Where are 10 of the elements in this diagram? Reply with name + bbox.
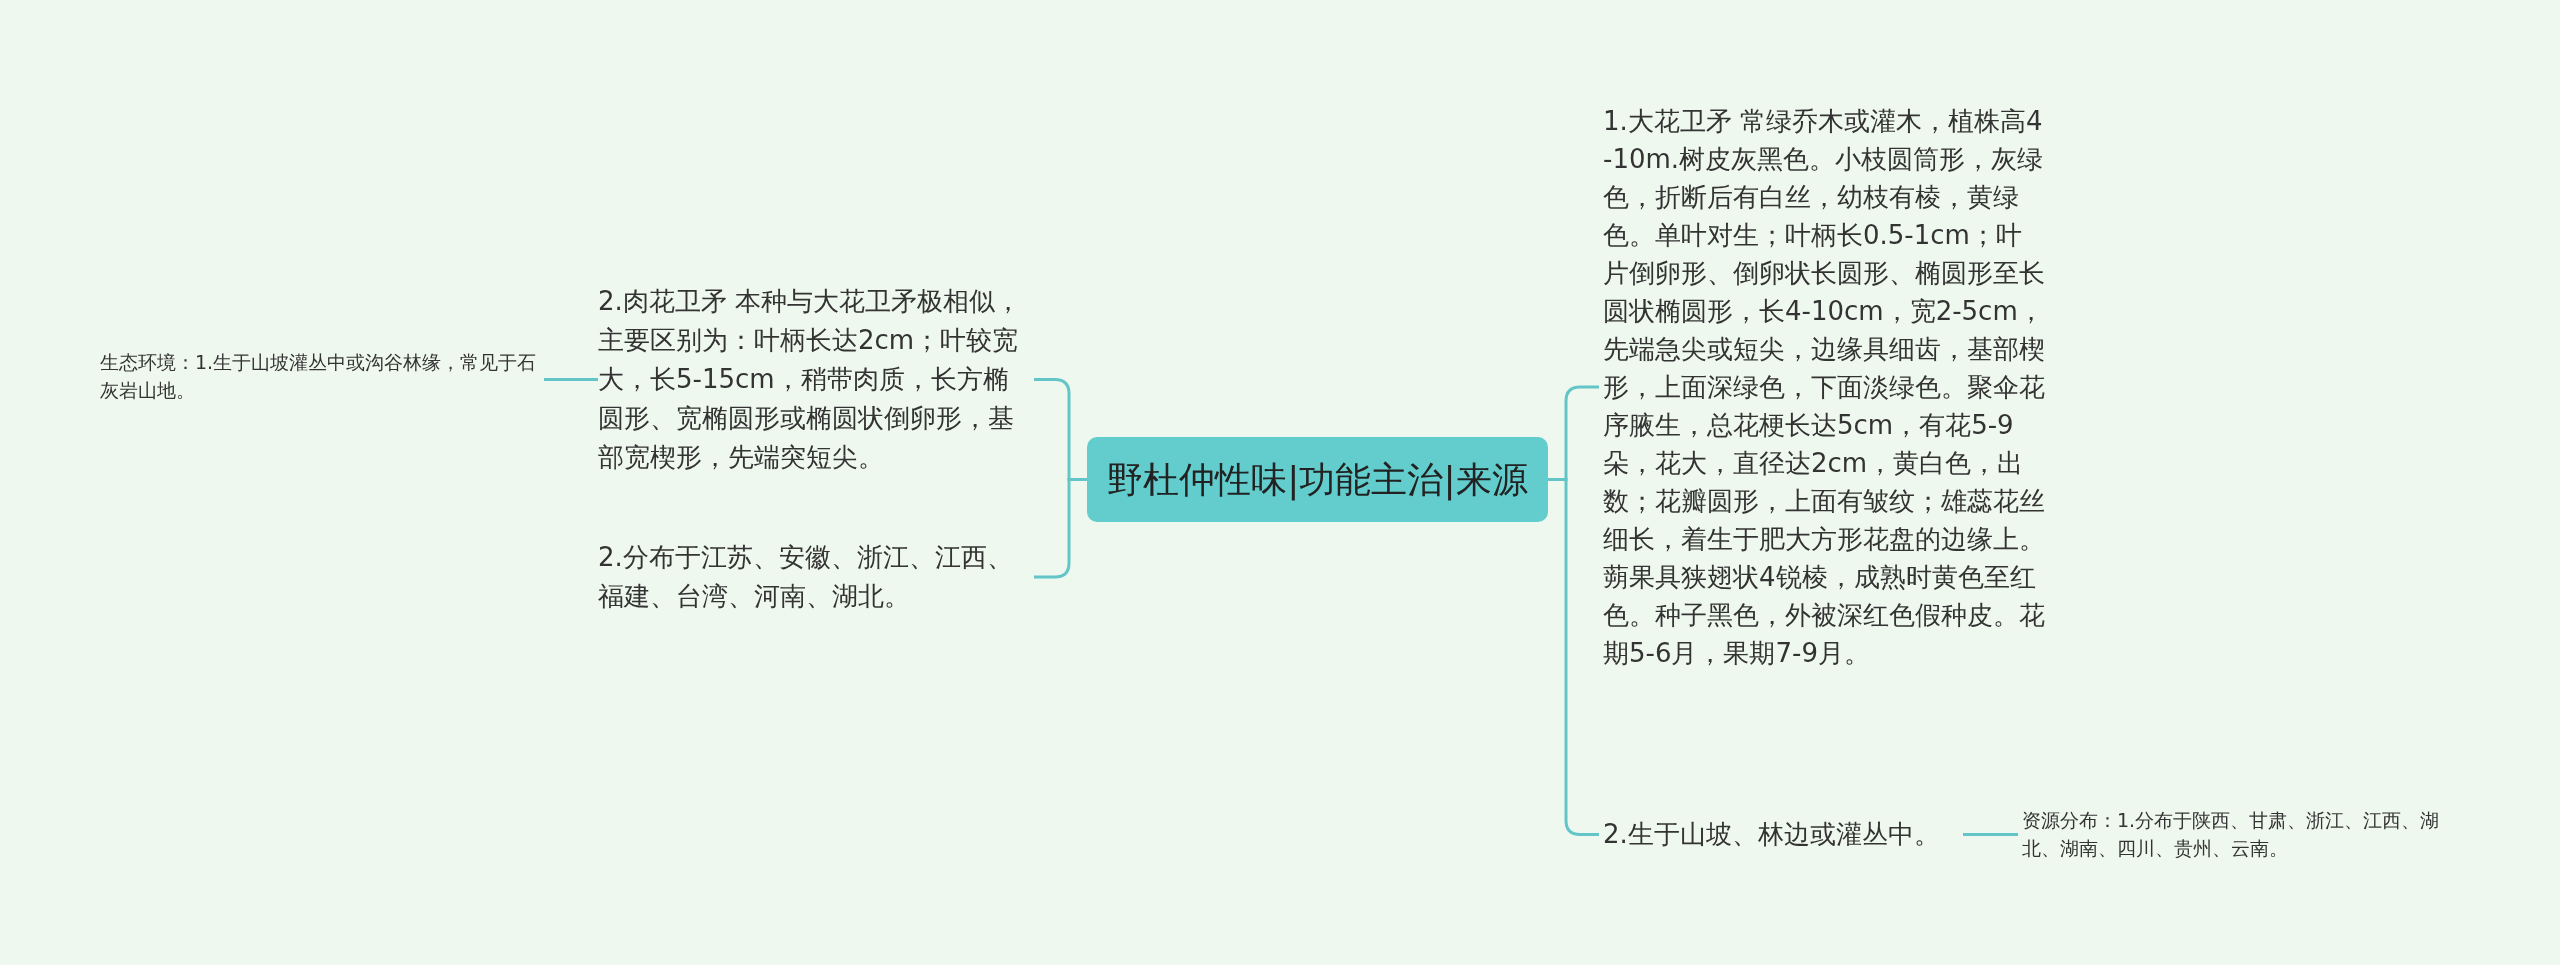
branch-text: 2.分布于江苏、安徽、浙江、江西、福建、台湾、河南、湖北。	[598, 538, 1030, 616]
branch-text: 1.大花卫矛 常绿乔木或灌木，植株高4-10m.树皮灰黑色。小枝圆筒形，灰绿色，折断后有白丝，幼枝有棱，黄绿色。单叶对生；叶柄长0.5-1cm；叶片倒卵形、倒卵状长圆形、椭圆形至长圆状椭圆形，长4-10cm，宽2-5cm，先端急尖或短尖，边缘具细齿，基部楔形，上面深绿色，下面淡绿色。聚伞花序腋生，总花梗长达5cm，有花5-9朵，花大，直径达2cm，黄白色，出数；花瓣圆形，上面有皱纹；雄蕊花丝细长，着生于肥大方形花盘的边缘上。蒴果具狭翅状4锐棱，成熟时黄色至红色。种子黑色，外被深红色假种皮。花期5-6月，果期7-9月。	[1603, 102, 2047, 672]
connector-line	[544, 378, 598, 381]
leaf-text: 生态环境：1.生于山坡灌丛中或沟谷林缘，常见于石灰岩山地。	[100, 348, 540, 404]
connector-line	[1963, 833, 2018, 836]
connector-line	[1034, 478, 1087, 579]
leaf-text: 资源分布：1.分布于陕西、甘肃、浙江、江西、湖北、湖南、四川、贵州、云南。	[2022, 806, 2470, 862]
topic-box: 野杜仲性味|功能主治|来源	[1087, 437, 1548, 522]
branch-text: 2.肉花卫矛 本种与大花卫矛极相似，主要区别为：叶柄长达2cm；叶较宽大，长5-15cm，稍带肉质，长方椭圆形、宽椭圆形或椭圆状倒卵形，基部宽楔形，先端突短尖。	[598, 282, 1030, 477]
branch-text: 2.生于山坡、林边或灌丛中。	[1603, 815, 1963, 854]
